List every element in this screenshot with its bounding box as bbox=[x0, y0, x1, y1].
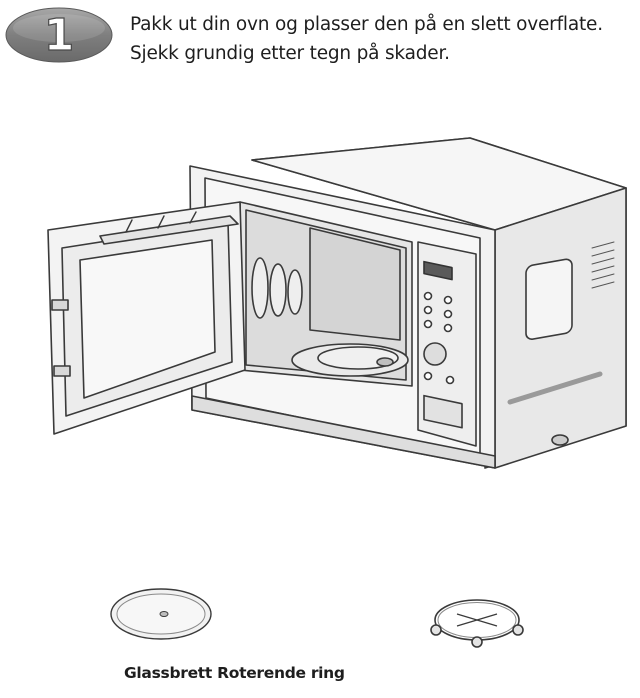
instruction-text: Pakk ut din ovn og plasser den på en sle… bbox=[130, 10, 635, 68]
parts-caption: Glassbrett Roterende ring bbox=[124, 664, 345, 682]
microwave-oven-icon bbox=[40, 130, 630, 470]
glass-tray-icon bbox=[108, 584, 214, 644]
rotating-ring-icon bbox=[424, 592, 530, 650]
step-number: 1 bbox=[44, 10, 75, 61]
instruction-line-1: Pakk ut din ovn og plasser den på en sle… bbox=[130, 10, 635, 39]
instruction-line-2: Sjekk grundig etter tegn på skader. bbox=[130, 39, 635, 68]
step-badge-icon: 1 bbox=[4, 6, 114, 64]
